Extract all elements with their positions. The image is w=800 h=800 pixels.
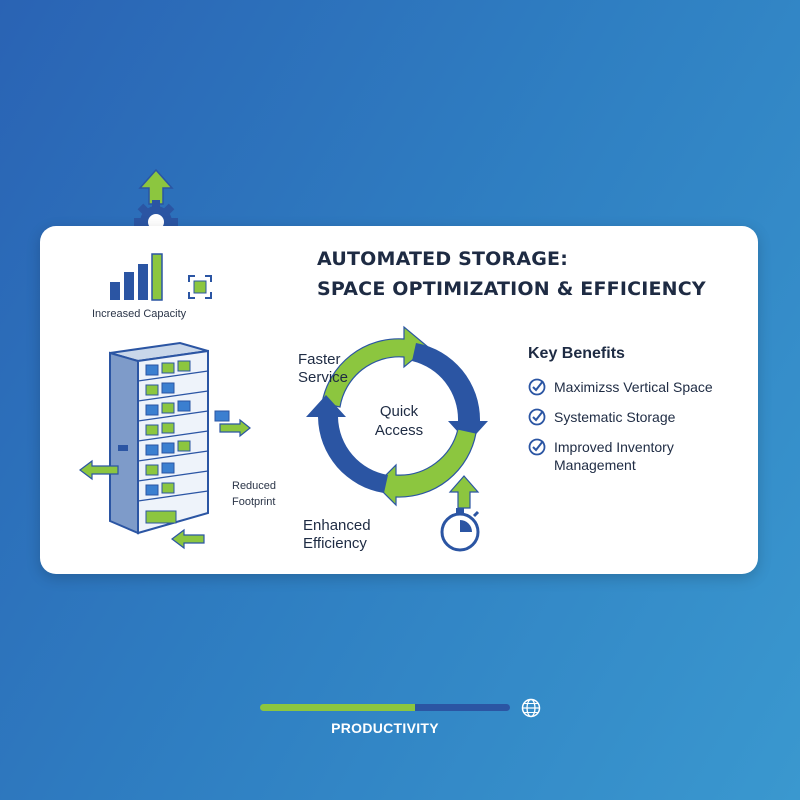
benefit-text: Improved Inventory <box>554 439 674 455</box>
quick-access-line1: Quick <box>379 403 419 420</box>
storage-tower-icon <box>109 341 209 535</box>
check-circle-icon <box>528 438 546 456</box>
left-arrow-icon <box>79 459 119 481</box>
reduced-footprint-line1: Reduced <box>232 480 277 492</box>
benefit-text-continued: Management <box>554 457 636 473</box>
reduced-footprint-line2: Footprint <box>232 496 276 508</box>
check-circle-icon <box>528 378 546 396</box>
increased-capacity-label: Increased Capacity <box>92 308 187 320</box>
inbound-arrow-icon <box>171 528 205 550</box>
benefit-item: Improved Inventory Management <box>528 438 674 474</box>
benefit-text: Maximizss Vertical Space <box>554 379 713 395</box>
benefit-text: Systematic Storage <box>554 409 676 425</box>
stopwatch-icon <box>440 475 480 552</box>
quick-access-label: Quick Access <box>364 402 434 440</box>
productivity-label: PRODUCTIVITY <box>331 720 439 736</box>
faster-service-line1: Faster <box>298 351 341 368</box>
faster-service-line2: Service <box>298 369 349 386</box>
title-line1: AUTOMATED STORAGE: <box>317 248 569 270</box>
check-circle-icon <box>528 408 546 426</box>
cycle-arrows-icon <box>306 325 488 507</box>
right-arrow-icon <box>219 418 251 438</box>
enhanced-efficiency-line2: Efficiency <box>303 535 367 552</box>
bar-chart-icon <box>110 253 163 301</box>
benefit-item: Systematic Storage <box>528 408 675 426</box>
productivity-progress-bar <box>260 704 510 711</box>
reduced-footprint-label: Reduced Footprint <box>232 478 276 510</box>
small-box-icon <box>214 410 230 422</box>
page-title: AUTOMATED STORAGE: SPACE OPTIMIZATION & … <box>317 244 706 304</box>
quick-access-line2: Access <box>374 422 424 439</box>
key-benefits-heading: Key Benefits <box>528 345 625 362</box>
enhanced-efficiency-line1: Enhanced <box>303 517 371 534</box>
enhanced-efficiency-label: Enhanced Efficiency <box>303 517 371 553</box>
faster-service-label: Faster Service <box>298 351 348 387</box>
title-line2: SPACE OPTIMIZATION & EFFICIENCY <box>317 278 706 300</box>
globe-icon <box>521 698 541 718</box>
benefit-item: Maximizss Vertical Space <box>528 378 713 396</box>
focus-square-icon <box>188 275 212 299</box>
